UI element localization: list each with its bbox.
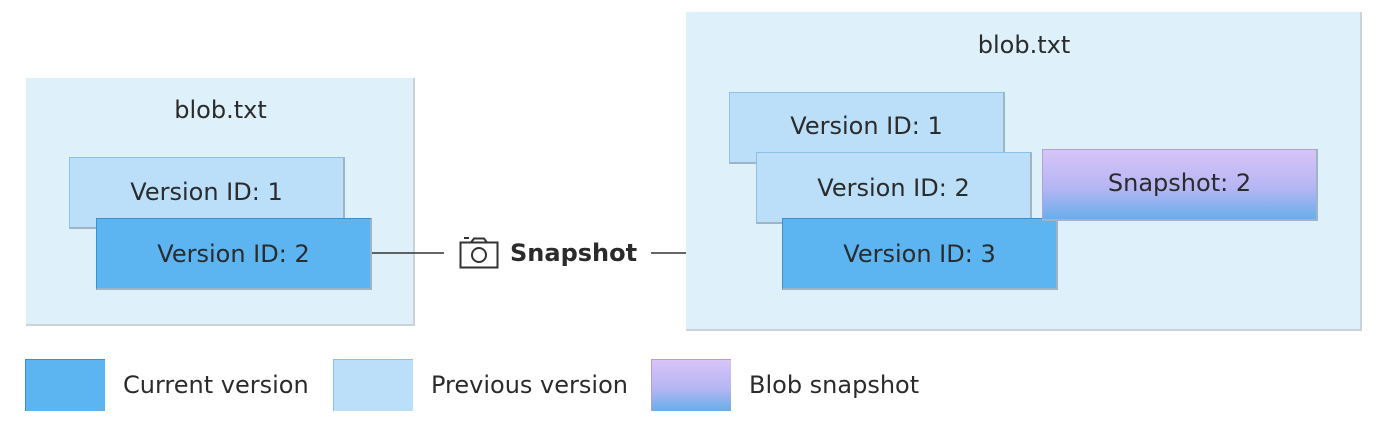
legend-snapshot-swatch — [651, 359, 731, 411]
legend-previous-swatch — [333, 359, 413, 411]
left-version-2-box: Version ID: 2 — [96, 218, 372, 290]
snapshot-operation-label: Snapshot — [510, 239, 638, 267]
camera-icon — [459, 237, 499, 269]
legend-current-label: Current version — [123, 371, 309, 399]
legend-previous-label: Previous version — [431, 371, 628, 399]
legend-current-swatch — [25, 359, 105, 411]
snapshot-2-box: Snapshot: 2 — [1042, 149, 1318, 221]
left-blob-title: blob.txt — [174, 96, 267, 124]
right-version-3-box: Version ID: 3 — [782, 218, 1058, 290]
left-version-1-box: Version ID: 1 — [69, 157, 345, 229]
right-blob-title: blob.txt — [977, 31, 1071, 59]
legend-snapshot-label: Blob snapshot — [749, 371, 920, 399]
right-version-2-box: Version ID: 2 — [756, 152, 1032, 224]
